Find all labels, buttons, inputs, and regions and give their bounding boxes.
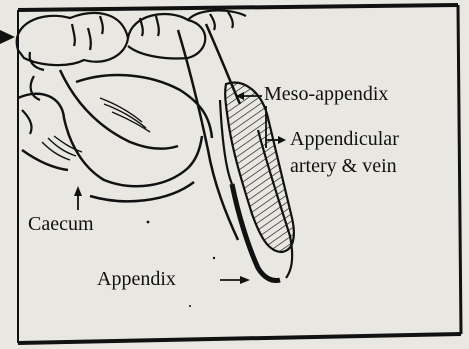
label-appendicular-line2: artery & vein: [290, 156, 397, 176]
ink-specks: [147, 221, 216, 307]
label-appendicular-line1: Appendicular: [290, 129, 399, 149]
label-appendix: Appendix: [97, 269, 176, 289]
meso-appendix-region: [225, 83, 294, 252]
caecum-shape: [18, 70, 212, 201]
intestinal-loops: [17, 10, 246, 134]
pointer-arrow-icon: [0, 30, 15, 44]
label-meso-appendix: Meso-appendix: [264, 84, 388, 104]
label-caecum: Caecum: [28, 214, 94, 234]
